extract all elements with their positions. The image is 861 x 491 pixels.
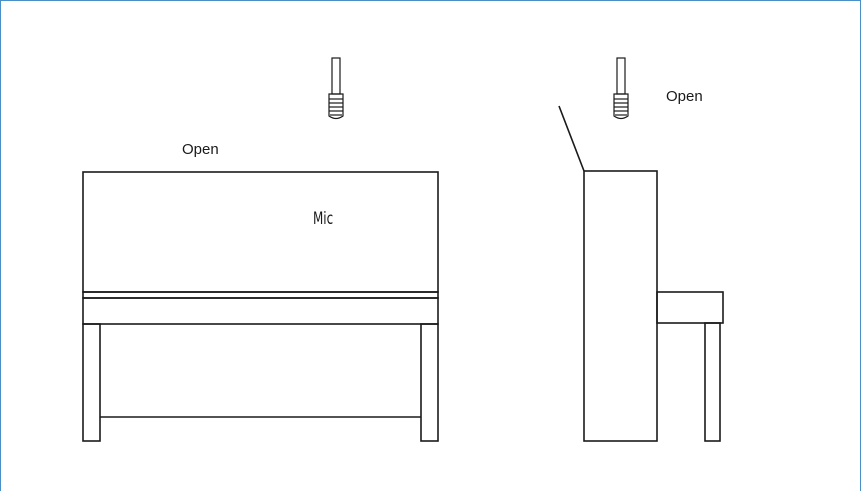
- piano-side-leg: [704, 322, 721, 442]
- mic-label: Mic: [313, 209, 334, 229]
- front-open-label: Open: [182, 141, 219, 158]
- microphone-icon-front: [328, 57, 344, 120]
- piano-side-view: [558, 105, 724, 442]
- piano-side-cabinet: [583, 170, 658, 442]
- microphone-icon-side: [613, 57, 629, 120]
- piano-front-cabinet: [82, 171, 439, 293]
- piano-front-keybed: [82, 297, 439, 325]
- piano-side-open-lid: [558, 105, 585, 172]
- side-open-label: Open: [666, 88, 703, 105]
- piano-front-right-leg: [420, 323, 439, 442]
- piano-side-keybed: [656, 291, 724, 324]
- piano-front-keyboard-rail: [82, 291, 439, 299]
- piano-front-view: [82, 171, 439, 442]
- piano-front-left-leg: [82, 323, 101, 442]
